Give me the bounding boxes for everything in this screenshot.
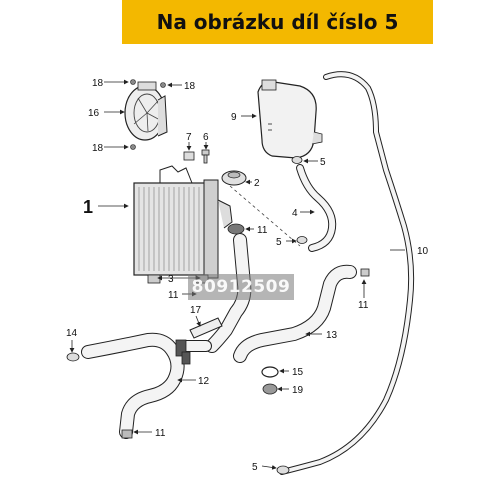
clamp-15 [261, 366, 279, 378]
callout-7: 7 [186, 132, 192, 143]
part-7-nut [183, 151, 195, 161]
callout-13: 13 [326, 330, 338, 341]
callout-15: 15 [292, 367, 304, 378]
cooling-fan [124, 79, 168, 150]
callout-19: 19 [292, 385, 304, 396]
callout-11-bottom: 11 [155, 428, 166, 439]
expansion-tank [257, 79, 323, 159]
callout-18-top-right: 18 [184, 81, 196, 92]
callout-17: 17 [190, 305, 202, 316]
banner-title: Na obrázku díl číslo 5 [156, 10, 399, 34]
radiator-cap [221, 170, 247, 186]
clamp-11-top [227, 223, 245, 235]
callout-6: 6 [203, 132, 209, 143]
hose-4 [296, 164, 337, 252]
radiator [133, 165, 233, 284]
clamp-5-top [291, 156, 303, 164]
callout-5-bottom: 5 [252, 462, 258, 473]
callout-4: 4 [292, 208, 298, 219]
callout-11-right: 11 [358, 300, 369, 311]
callout-11-mid: 11 [168, 290, 179, 301]
callout-1: 1 [83, 197, 93, 217]
hose-13 [233, 264, 370, 363]
callout-11-top: 11 [257, 225, 268, 236]
callout-16: 16 [88, 108, 100, 119]
clamp-14 [66, 352, 80, 362]
watermark: 80912509 [188, 274, 294, 300]
callout-5-top: 5 [320, 157, 326, 168]
hose-12 [81, 332, 212, 439]
callout-5-mid: 5 [276, 237, 282, 248]
title-banner: Na obrázku díl číslo 5 [122, 0, 433, 44]
callout-9: 9 [231, 112, 237, 123]
clamp-19 [262, 383, 278, 395]
callout-18-bottom: 18 [92, 143, 104, 154]
clamp-5-mid [296, 236, 308, 244]
clamp-5-bottom [276, 465, 290, 475]
overflow-hose-10 [279, 71, 415, 475]
callout-14: 14 [66, 328, 78, 339]
watermark-text: 80912509 [191, 277, 291, 297]
callout-3: 3 [168, 274, 174, 285]
part-17-sleeve [189, 317, 223, 339]
callout-2: 2 [254, 178, 260, 189]
part-6-bolt [201, 149, 210, 164]
callout-12: 12 [198, 376, 210, 387]
callout-18-top-left: 18 [92, 78, 104, 89]
callout-10: 10 [417, 246, 429, 257]
